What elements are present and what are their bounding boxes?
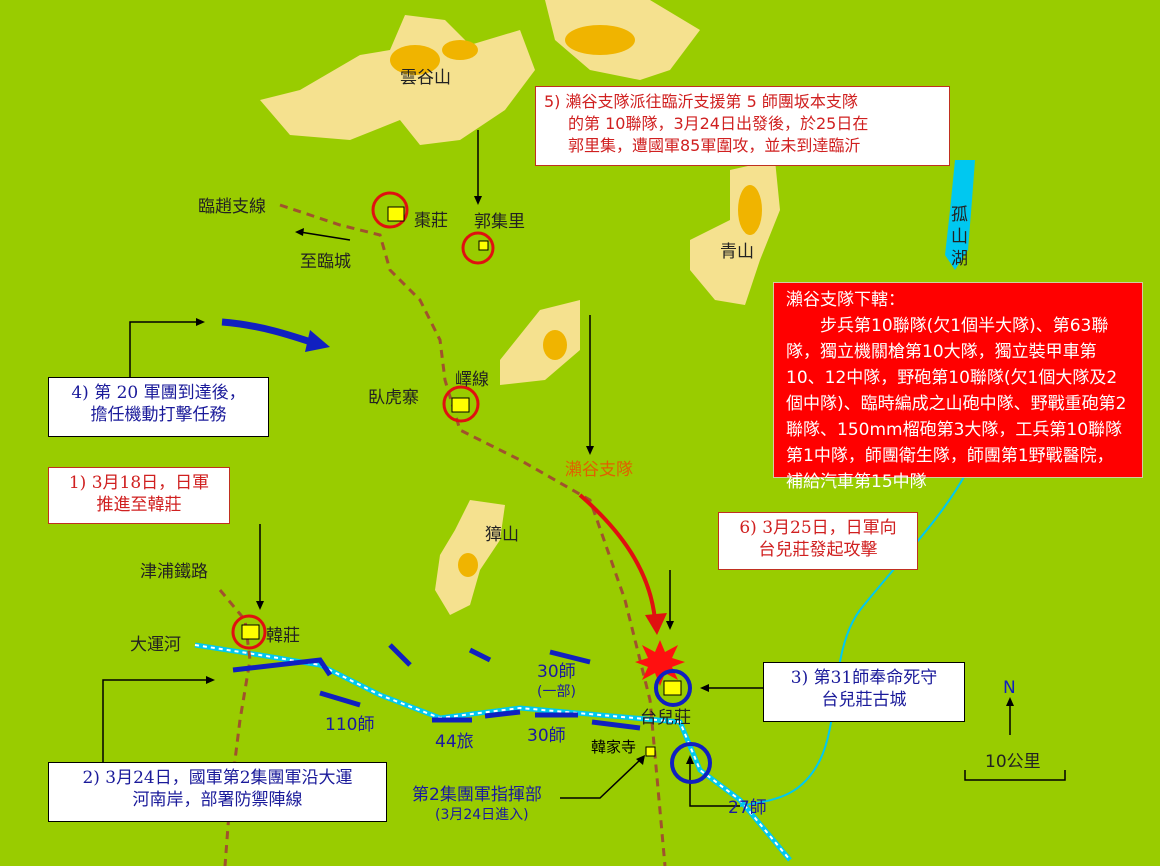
chinese-defense-lines: [232, 643, 641, 731]
gushan-lake: [945, 160, 975, 270]
note-3: 3) 第31師奉命死守台兒莊古城: [763, 662, 965, 722]
note-4: 4) 第 20 軍團到達後，擔任機動打擊任務: [48, 377, 269, 437]
lincheng-branch-line: [279, 203, 667, 866]
unit-44-brigade: 44旅: [435, 732, 474, 752]
mobile-strike-arrow: [221, 318, 322, 349]
setani-box-title: 瀨谷支隊下轄：: [786, 290, 905, 310]
note-6-line: 台兒莊發起攻擊: [758, 540, 878, 560]
note-2-line: 河南岸，部署防禦陣線: [132, 790, 303, 810]
label-yi-line: 嶧線: [455, 370, 489, 390]
scale-bar: [964, 770, 1066, 781]
unit-30-div-part: 30師: [537, 662, 576, 682]
label-to-lincheng: 至臨城: [300, 252, 351, 272]
label-qing-mountain: 青山: [720, 242, 754, 262]
label-lincheng-branch: 臨趙支線: [198, 197, 266, 217]
hill-cores: [390, 25, 762, 577]
unit-30-div-part-note: (一部): [537, 684, 576, 700]
note-3-line: 3) 第31師奉命死守: [790, 668, 938, 688]
label-zaozhuang: 棗莊: [414, 211, 448, 231]
unit-110-div: 110師: [325, 715, 375, 735]
label-hq: 第2集團軍指揮部: [412, 785, 542, 805]
unit-30-div: 30師: [527, 726, 566, 746]
note-6: 6) 3月25日，日軍向台兒莊發起攻擊: [718, 512, 918, 570]
grand-canal: [194, 642, 792, 862]
note-2: 2) 3月24日，國軍第2集團軍沿大運河南岸，部署防禦陣線: [48, 762, 387, 822]
note-5-line: 郭里集，遭國軍85軍圍攻，並未到達臨沂: [568, 136, 861, 155]
label-hanzhuang: 韓莊: [266, 626, 300, 646]
label-guojili: 郭集里: [474, 212, 525, 232]
setani-attack-arrow: [578, 493, 657, 621]
north-arrow-label: N: [1003, 678, 1016, 698]
setani-composition-box: 瀨谷支隊下轄： 步兵第10聯隊(欠1個半大隊)、第63聯隊，獨立機關槍第10大隊…: [773, 282, 1143, 492]
town-markers: [231, 191, 712, 784]
note-4-line: 擔任機動打擊任務: [90, 405, 227, 425]
note-5: 5) 瀨谷支隊派往臨沂支援第 5 師團坂本支隊 的第 10聯隊，3月24日出發後…: [535, 86, 950, 166]
note-1-line: 1) 3月18日，日軍: [68, 473, 210, 493]
note-5-line: 的第 10聯隊，3月24日出發後，於25日在: [568, 114, 869, 133]
note-1-line: 推進至韓莊: [96, 495, 182, 515]
note-6-line: 6) 3月25日，日軍向: [739, 518, 897, 538]
note-2-line: 2) 3月24日，國軍第2集團軍沿大運: [82, 768, 353, 788]
attack-burst-icon: [635, 640, 685, 686]
note-3-line: 台兒莊古城: [821, 690, 907, 710]
label-yungu-mountain: 雲谷山: [400, 68, 451, 88]
label-jinpu-railway: 津浦鐵路: [140, 562, 208, 582]
label-taierzhuang: 台兒莊: [640, 708, 691, 728]
note-1: 1) 3月18日，日軍推進至韓莊: [48, 467, 230, 524]
hill-middle: [500, 300, 580, 385]
note-4-line: 4) 第 20 軍團到達後，: [71, 383, 246, 403]
scale-label: 10公里: [985, 752, 1041, 772]
label-zhang-mountain: 獐山: [485, 525, 519, 545]
label-hanjiasi: 韓家寺: [591, 738, 637, 756]
setani-box-body: 步兵第10聯隊(欠1個半大隊)、第63聯隊，獨立機關槍第10大隊，獨立裝甲車第1…: [786, 316, 1127, 492]
label-hq-date: (3月24日進入): [435, 807, 529, 823]
hill-yungu: [260, 15, 535, 145]
callout-arrows: [102, 130, 1011, 807]
label-grand-canal: 大運河: [130, 635, 181, 655]
unit-27-div: 27師: [728, 798, 767, 818]
note-5-line: 5) 瀨谷支隊派往臨沂支援第 5 師團坂本支隊: [544, 92, 858, 111]
label-gushan-lake: 孤山湖: [951, 205, 968, 269]
label-setani-detachment: 瀨谷支隊: [565, 460, 633, 480]
hill-qing: [690, 160, 780, 305]
label-wohuzhai: 臥虎寨: [368, 388, 419, 408]
